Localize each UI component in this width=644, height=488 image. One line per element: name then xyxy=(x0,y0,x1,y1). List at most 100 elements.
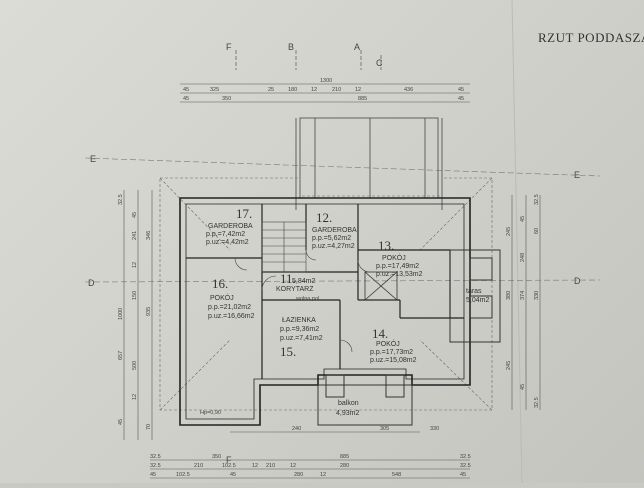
balcony xyxy=(317,374,413,426)
svg-text:p.p.=7,42m2: p.p.=7,42m2 xyxy=(206,231,245,238)
svg-text:350: 350 xyxy=(222,96,231,102)
svg-text:17.: 17. xyxy=(236,206,252,221)
svg-text:45: 45 xyxy=(230,472,236,478)
room-14: 14. POKÓJ p.p.=17,73m2 p.uz.=15,08m2 xyxy=(370,326,417,364)
svg-text:45: 45 xyxy=(460,472,466,478)
svg-text:p.uz.=15,08m2: p.uz.=15,08m2 xyxy=(370,357,417,364)
svg-text:60: 60 xyxy=(534,228,540,234)
room-12: 12. GARDEROBA p.p.=5,62m2 p.uz.=4,27m2 xyxy=(312,210,357,250)
door-swings xyxy=(234,249,371,353)
svg-text:45: 45 xyxy=(183,96,189,102)
terrace-label: taras xyxy=(466,288,482,295)
svg-text:150: 150 xyxy=(132,291,138,300)
svg-text:210: 210 xyxy=(194,463,203,469)
svg-text:885: 885 xyxy=(340,454,349,460)
svg-text:12.: 12. xyxy=(316,210,332,225)
svg-text:32.5: 32.5 xyxy=(150,463,161,469)
svg-text:GARDEROBA: GARDEROBA xyxy=(312,227,357,234)
svg-text:248: 248 xyxy=(520,253,526,262)
svg-text:240: 240 xyxy=(292,426,301,432)
dim-bottom-inner: 240 305 330 xyxy=(292,426,439,432)
svg-text:GARDEROBA: GARDEROBA xyxy=(208,223,253,230)
axis-c-top: C xyxy=(376,58,383,68)
dim-lines-left xyxy=(123,190,153,440)
svg-text:380: 380 xyxy=(506,291,512,300)
svg-text:12: 12 xyxy=(252,463,258,469)
svg-text:32.5: 32.5 xyxy=(118,194,124,205)
svg-text:935: 935 xyxy=(146,307,152,316)
axis-e-left: E xyxy=(90,154,96,164)
svg-text:245: 245 xyxy=(506,361,512,370)
svg-text:p.uz.=13,53m2: p.uz.=13,53m2 xyxy=(376,271,423,278)
dim-lines-top xyxy=(180,83,470,103)
svg-text:885: 885 xyxy=(358,96,367,102)
room-13: 13. POKÓJ p.p.=17,49m2 p.uz.=13,53m2 xyxy=(376,238,423,278)
svg-text:32.5: 32.5 xyxy=(460,463,471,469)
svg-text:210: 210 xyxy=(332,87,341,93)
svg-text:p.uz.=4,27m2: p.uz.=4,27m2 xyxy=(312,243,355,250)
dim-top-overall: 1300 xyxy=(320,78,332,84)
dim-bottom-row1: 32.5 350 885 32.5 xyxy=(150,454,471,460)
svg-text:45: 45 xyxy=(520,384,526,390)
outer-walls xyxy=(179,197,471,426)
dim-right-labels: 32.5 45 60 245 248 380 374 330 245 45 32… xyxy=(506,194,540,408)
svg-text:15.: 15. xyxy=(280,344,296,359)
axis-b-top: B xyxy=(288,42,294,52)
hp-note: Hp=0,90 xyxy=(200,410,221,416)
svg-text:245: 245 xyxy=(506,227,512,236)
svg-text:12: 12 xyxy=(311,87,317,93)
dim-lines-bottom xyxy=(150,431,470,479)
svg-text:12: 12 xyxy=(290,463,296,469)
room-16: 16. POKÓJ p.p.=21,02m2 p.uz.=16,66m2 xyxy=(208,276,255,320)
balcony-area: 4,93m2 xyxy=(336,410,359,417)
svg-text:13.: 13. xyxy=(378,238,394,253)
svg-text:12: 12 xyxy=(132,262,138,268)
dim-left-labels: 32.5 45 241 346 12 150 1000 935 657 500 … xyxy=(118,194,152,430)
terrace-area: 5,04m2 xyxy=(466,297,489,304)
svg-text:32.5: 32.5 xyxy=(150,454,161,460)
terrace xyxy=(449,249,501,343)
svg-text:ŁAZIENKA: ŁAZIENKA xyxy=(282,317,316,324)
room-15: ŁAZIENKA p.p.=9,36m2 p.uz.=7,41m2 15. xyxy=(280,317,323,359)
svg-text:330: 330 xyxy=(534,291,540,300)
svg-text:32.5: 32.5 xyxy=(460,454,471,460)
svg-text:5,84m2: 5,84m2 xyxy=(292,278,315,285)
svg-text:45: 45 xyxy=(118,419,124,425)
room-11: 11. 5,84m2 KORYTARZ xyxy=(276,271,315,293)
svg-text:210: 210 xyxy=(266,463,275,469)
svg-text:102.5: 102.5 xyxy=(222,463,236,469)
svg-text:p.p.=17,73m2: p.p.=17,73m2 xyxy=(370,349,413,356)
svg-text:12: 12 xyxy=(320,472,326,478)
stair-note: wolna pol. xyxy=(295,296,321,302)
svg-text:1000: 1000 xyxy=(118,308,124,320)
svg-text:p.uz.=16,66m2: p.uz.=16,66m2 xyxy=(208,313,255,320)
svg-text:330: 330 xyxy=(430,426,439,432)
axis-f-top: F xyxy=(226,42,232,52)
section-lines xyxy=(84,157,601,283)
svg-text:32.5: 32.5 xyxy=(534,397,540,408)
svg-text:280: 280 xyxy=(294,472,303,478)
svg-text:500: 500 xyxy=(132,361,138,370)
svg-text:325: 325 xyxy=(210,87,219,93)
svg-text:45: 45 xyxy=(458,96,464,102)
svg-text:12: 12 xyxy=(355,87,361,93)
drawing-title: RZUT PODDASZA xyxy=(538,30,644,45)
svg-text:p.p.=21,02m2: p.p.=21,02m2 xyxy=(208,304,251,311)
svg-text:11.: 11. xyxy=(280,271,296,286)
svg-text:45: 45 xyxy=(183,87,189,93)
svg-text:241: 241 xyxy=(132,231,138,240)
svg-text:45: 45 xyxy=(132,212,138,218)
svg-text:102.5: 102.5 xyxy=(176,472,190,478)
chimney xyxy=(364,271,398,301)
svg-text:280: 280 xyxy=(340,463,349,469)
svg-text:305: 305 xyxy=(380,426,389,432)
svg-text:p.p.=9,36m2: p.p.=9,36m2 xyxy=(280,326,319,333)
svg-text:346: 346 xyxy=(146,231,152,240)
svg-text:POKÓJ: POKÓJ xyxy=(210,293,234,302)
svg-text:16.: 16. xyxy=(212,276,228,291)
roof-dormer xyxy=(295,117,443,210)
svg-text:KORYTARZ: KORYTARZ xyxy=(276,286,314,293)
svg-text:436: 436 xyxy=(404,87,413,93)
